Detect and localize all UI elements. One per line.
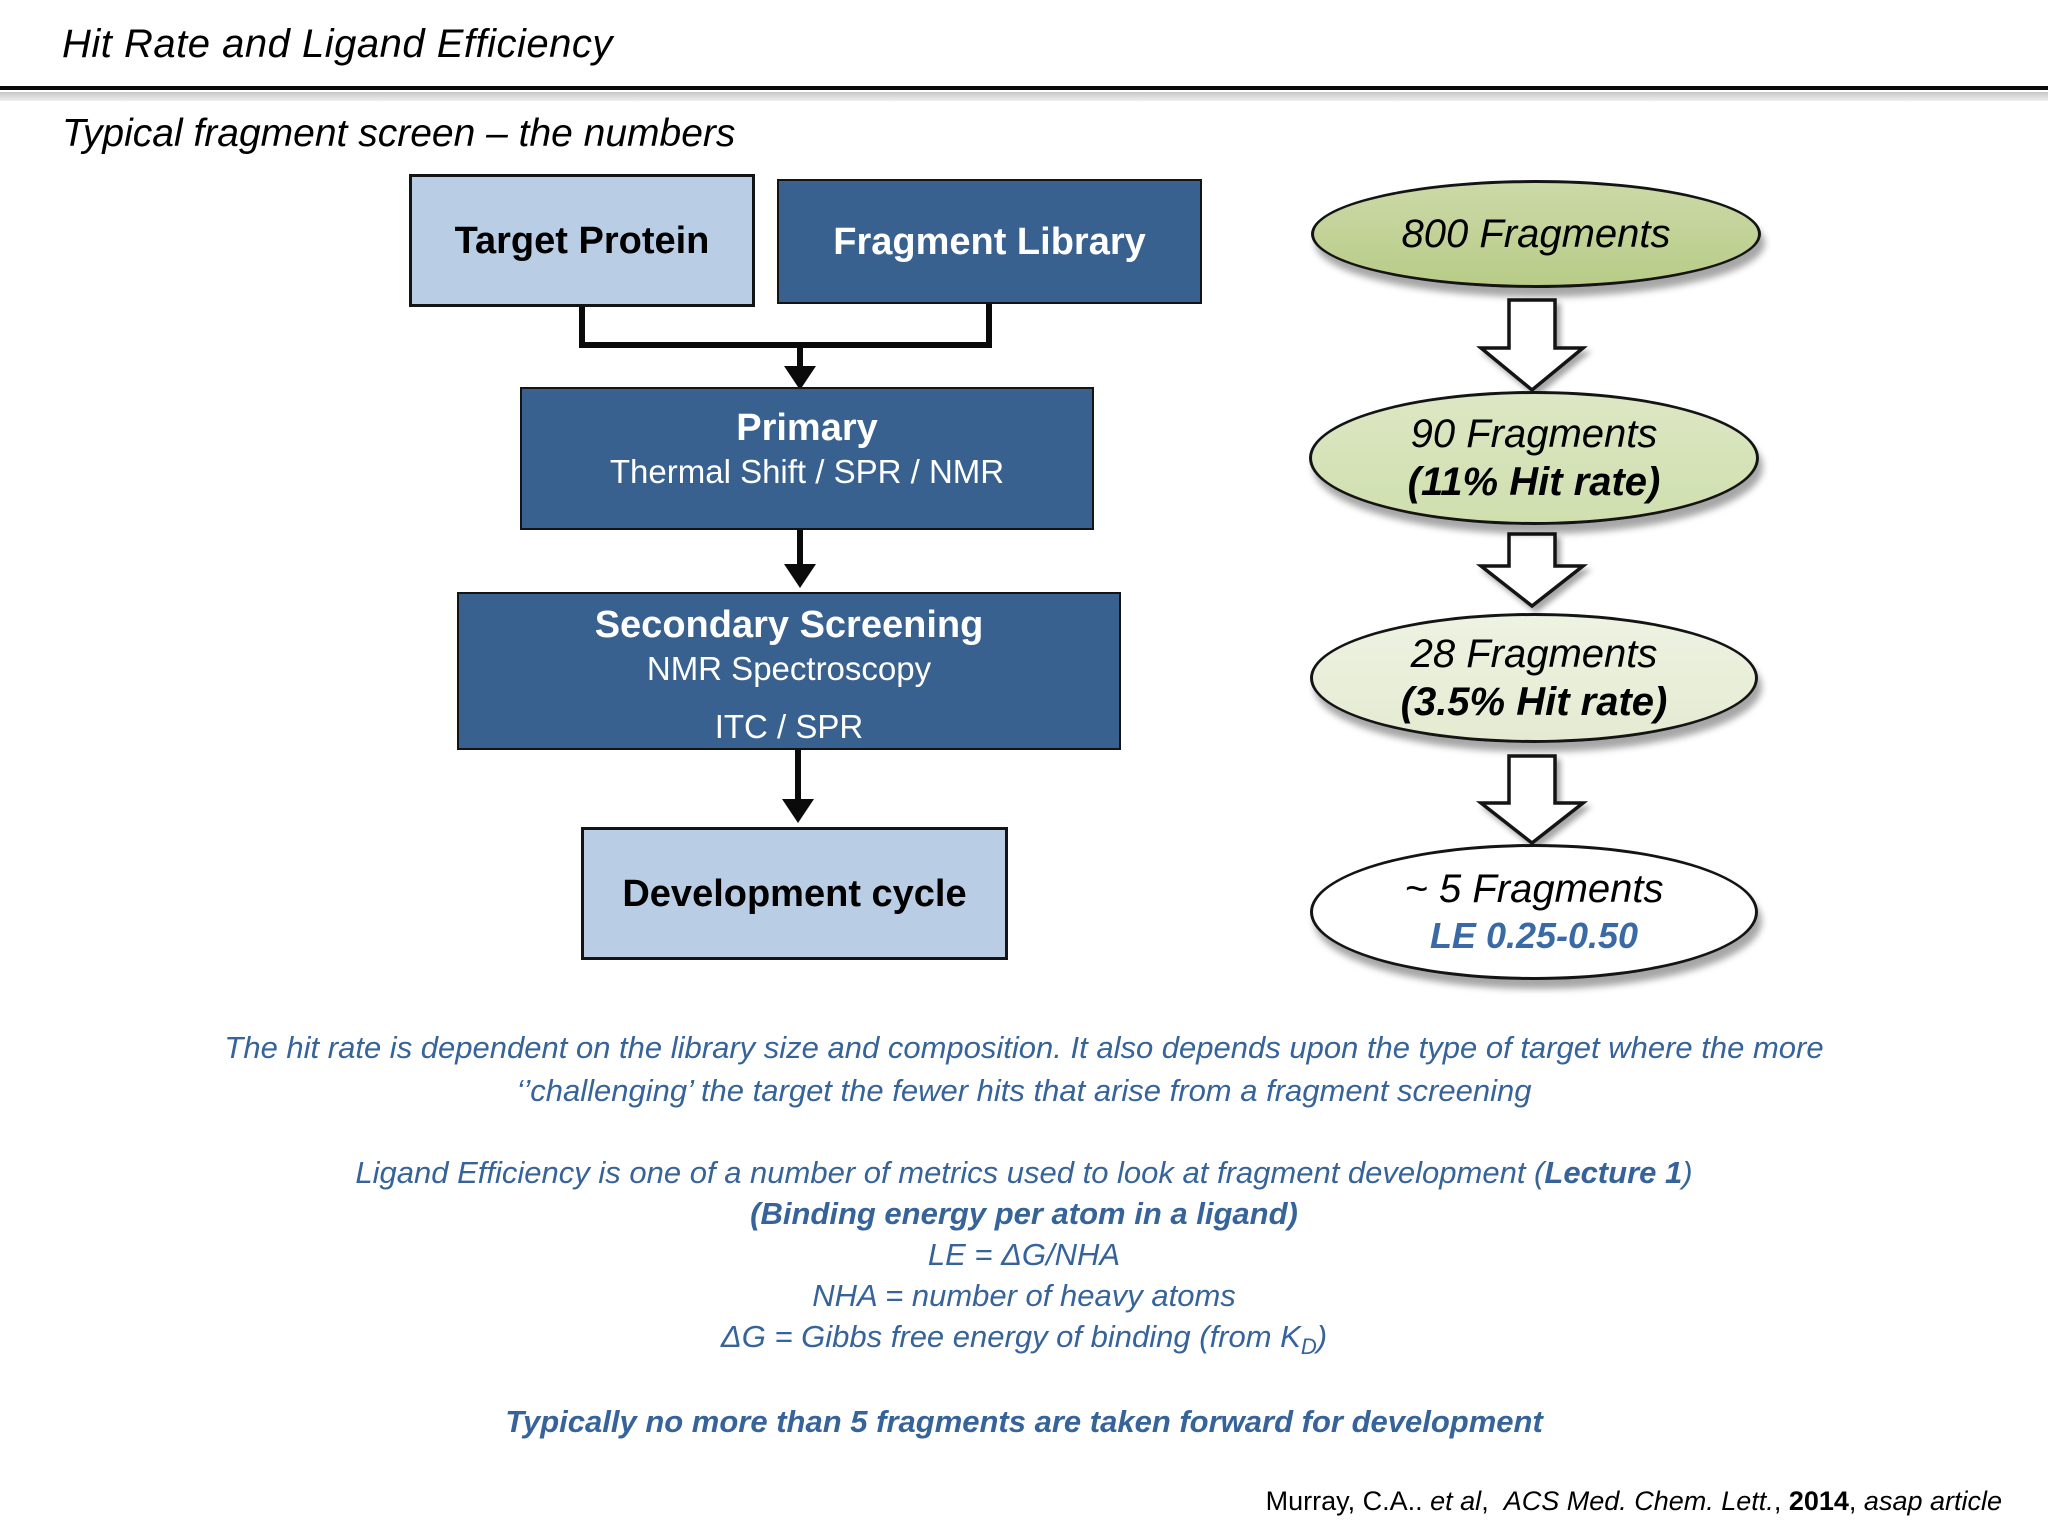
- citation: Murray, C.A.. et al, ACS Med. Chem. Lett…: [1265, 1486, 2002, 1516]
- box-fragment-library: Fragment Library: [777, 179, 1202, 304]
- ellipse-90-label: 90 Fragments: [1410, 412, 1658, 456]
- box-development-cycle: Development cycle: [581, 827, 1008, 960]
- note-le-line1: Ligand Efficiency is one of a number of …: [355, 1155, 1693, 1190]
- secondary-method-2: ITC / SPR: [714, 708, 864, 745]
- title-divider-shadow: [0, 92, 2048, 101]
- arrow-secondary-dev-head: [782, 799, 814, 823]
- note-dg-definition: ΔG = Gibbs free energy of binding (from …: [720, 1319, 1328, 1360]
- ellipse-5-label: ~ 5 Fragments: [1404, 867, 1664, 911]
- box-development-cycle-label: Development cycle: [622, 872, 967, 915]
- ellipse-28-label: 28 Fragments: [1410, 632, 1658, 676]
- funnel-block-arrow-3: [1475, 754, 1589, 846]
- box-target-protein: Target Protein: [409, 174, 755, 307]
- citation-status: asap article: [1863, 1486, 2002, 1516]
- funnel-block-arrow-1: [1476, 298, 1588, 393]
- box-primary-screening: Primary Thermal Shift / SPR / NMR: [520, 387, 1094, 530]
- note-le-formula: LE = ΔG/NHA: [927, 1237, 1121, 1272]
- ellipse-28-fragments: 28 Fragments (3.5% Hit rate): [1310, 613, 1758, 743]
- note-ligand-efficiency: Ligand Efficiency is one of a number of …: [40, 1152, 2008, 1367]
- ellipse-800-fragments: 800 Fragments: [1311, 180, 1761, 288]
- note-nha-definition: NHA = number of heavy atoms: [812, 1278, 1236, 1313]
- box-fragment-library-label: Fragment Library: [833, 220, 1146, 263]
- ellipse-28-hit-rate: (3.5% Hit rate): [1400, 680, 1668, 724]
- citation-authors: Murray, C.A..: [1265, 1486, 1431, 1516]
- ellipse-5-fragments: ~ 5 Fragments LE 0.25-0.50: [1310, 844, 1758, 980]
- ellipse-5-le-range: LE 0.25-0.50: [1429, 915, 1639, 956]
- title-divider: [0, 86, 2048, 90]
- ellipse-90-fragments: 90 Fragments (11% Hit rate): [1309, 391, 1759, 525]
- box-target-protein-label: Target Protein: [454, 219, 710, 262]
- note-hit-rate-line1: The hit rate is dependent on the library…: [224, 1030, 1824, 1065]
- citation-etal: et al: [1430, 1486, 1482, 1516]
- slide-title: Hit Rate and Ligand Efficiency: [62, 22, 613, 66]
- ellipse-90-hit-rate: (11% Hit rate): [1407, 460, 1661, 504]
- funnel-block-arrow-2: [1475, 532, 1589, 609]
- citation-year: 2014: [1788, 1486, 1849, 1516]
- secondary-title: Secondary Screening: [594, 604, 984, 646]
- slide-subtitle: Typical fragment screen – the numbers: [62, 112, 736, 155]
- primary-title: Primary: [736, 407, 878, 449]
- box-secondary-screening: Secondary Screening NMR Spectroscopy ITC…: [457, 592, 1121, 750]
- ellipse-800-label: 800 Fragments: [1401, 212, 1671, 256]
- note-hit-rate: The hit rate is dependent on the library…: [40, 1026, 2008, 1112]
- primary-methods: Thermal Shift / SPR / NMR: [609, 453, 1005, 490]
- secondary-method-1: NMR Spectroscopy: [646, 650, 932, 687]
- arrow-primary-secondary-head: [784, 564, 816, 588]
- note-le-line2: (Binding energy per atom in a ligand): [750, 1196, 1298, 1231]
- note-takeaway: Typically no more than 5 fragments are t…: [40, 1400, 2008, 1443]
- note-hit-rate-line2: ‘’challenging’ the target the fewer hits…: [516, 1073, 1532, 1108]
- citation-journal: ACS Med. Chem. Lett.: [1503, 1486, 1774, 1516]
- note-takeaway-line: Typically no more than 5 fragments are t…: [505, 1404, 1543, 1439]
